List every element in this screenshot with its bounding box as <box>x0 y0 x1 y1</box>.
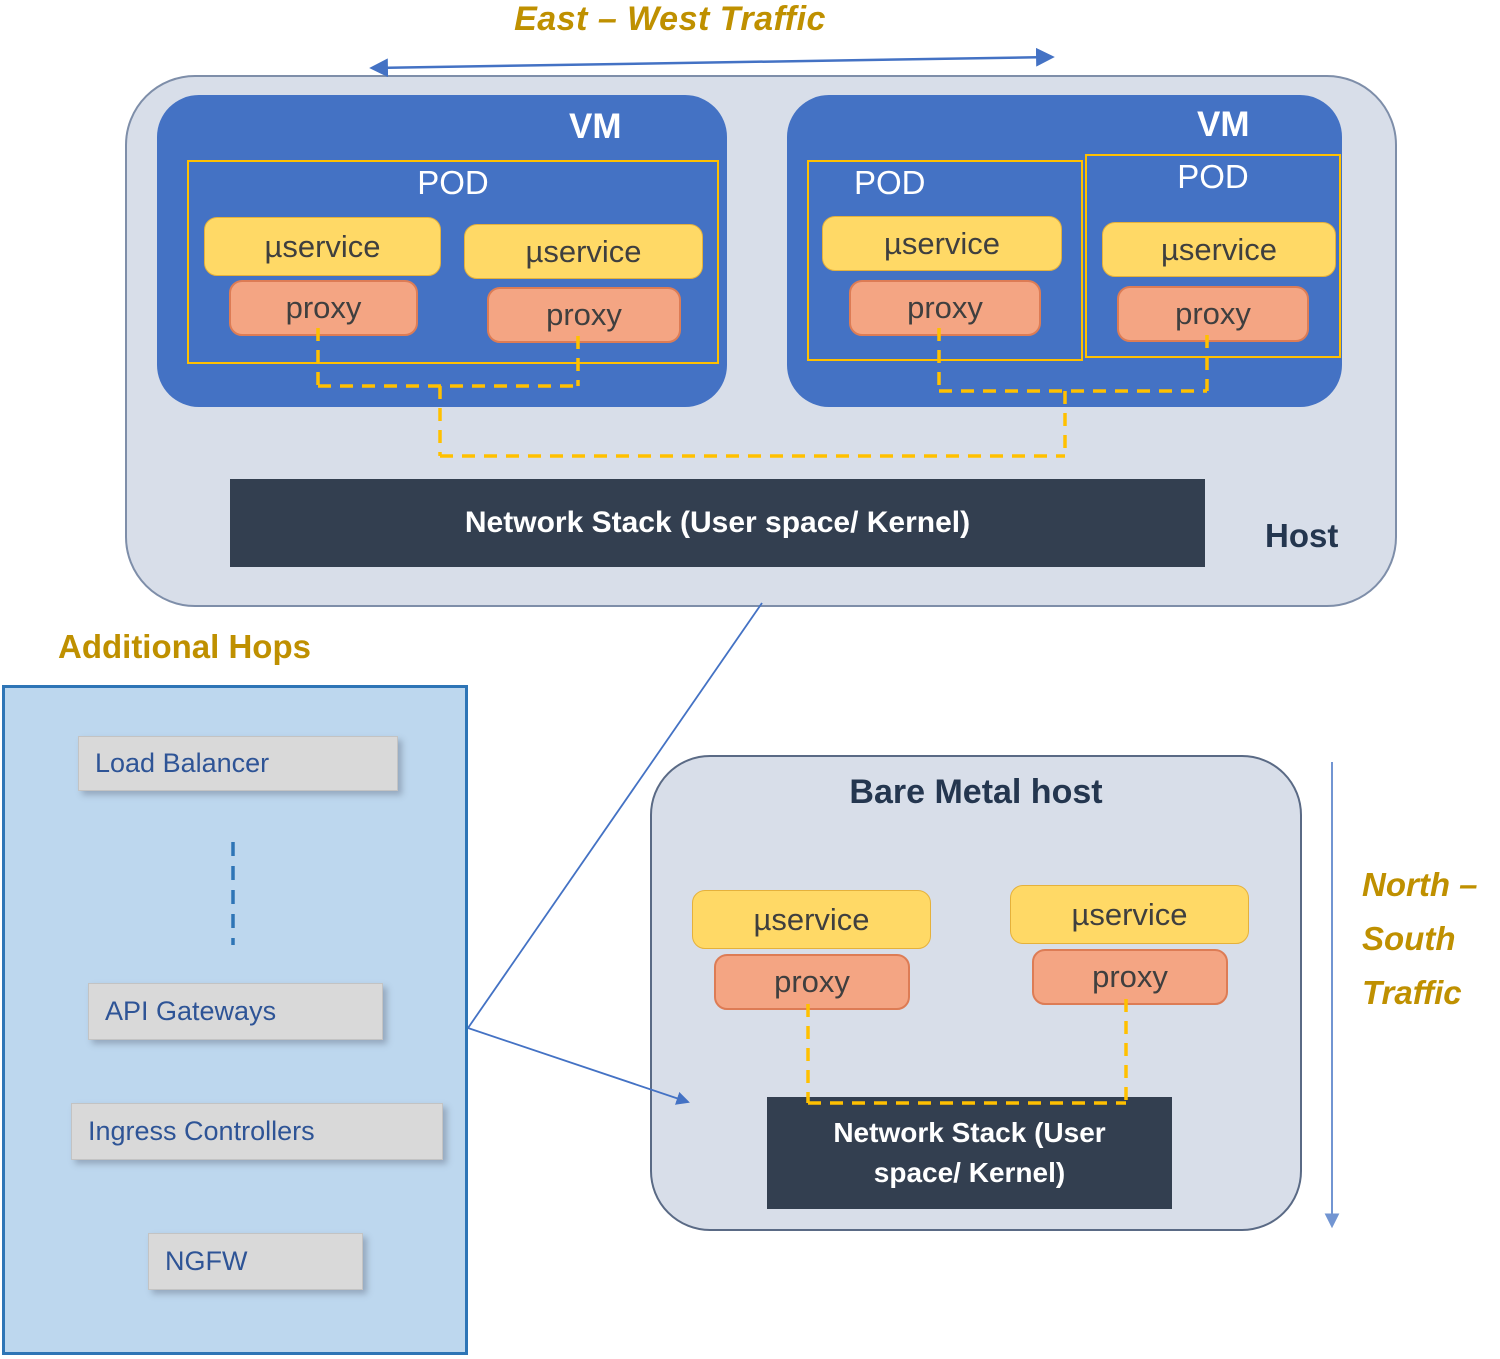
vm-1-label: VM <box>569 107 622 146</box>
additional-hops-box: Load Balancer API Gateways Ingress Contr… <box>2 685 468 1355</box>
bm-uservice-2: µservice <box>1010 885 1249 944</box>
hop-load-balancer: Load Balancer <box>78 736 398 791</box>
north-south-line-2: South <box>1362 920 1456 957</box>
north-south-line-1: North – <box>1362 866 1478 903</box>
bare-metal-title: Bare Metal host <box>849 773 1103 811</box>
east-west-traffic-label: East – West Traffic <box>514 0 826 38</box>
vm2-pod2-uservice: µservice <box>1102 222 1336 277</box>
hop-api-gateways: API Gateways <box>88 983 383 1040</box>
vm1-pod: POD µservice proxy µservice proxy <box>187 160 719 364</box>
vm1-uservice-1: µservice <box>204 217 441 276</box>
additional-hops-title: Additional Hops <box>58 628 311 665</box>
north-south-traffic-label: North – South Traffic <box>1362 858 1478 1020</box>
east-west-arrow <box>369 47 1055 78</box>
vm2-pod1-uservice: µservice <box>822 216 1062 271</box>
vm-2-label: VM <box>1197 105 1250 144</box>
north-south-line-3: Traffic <box>1362 974 1462 1011</box>
vm2-pod-2-label: POD <box>1177 158 1249 195</box>
vm2-pod-2: POD µservice proxy <box>1085 154 1341 358</box>
bm-proxy-1: proxy <box>714 954 910 1010</box>
host-container: VM POD µservice proxy µservice proxy VM … <box>125 75 1397 607</box>
hop-ingress-controllers: Ingress Controllers <box>71 1103 443 1160</box>
vm1-uservice-2: µservice <box>464 224 703 279</box>
bm-proxy-2: proxy <box>1032 949 1228 1005</box>
vm1-pod-label: POD <box>417 164 489 201</box>
hop-ngfw: NGFW <box>148 1233 363 1290</box>
vm1-proxy-1: proxy <box>229 280 418 336</box>
vm2-pod1-proxy: proxy <box>849 280 1041 336</box>
bm-uservice-1: µservice <box>692 890 931 949</box>
bare-metal-host: Bare Metal host µservice proxy µservice … <box>650 755 1302 1231</box>
host-label: Host <box>1265 517 1339 554</box>
vm2-pod2-proxy: proxy <box>1117 286 1309 342</box>
bare-metal-network-stack: Network Stack (User space/ Kernel) <box>767 1097 1172 1209</box>
vm1-proxy-2: proxy <box>487 287 681 343</box>
host-network-stack: Network Stack (User space/ Kernel) <box>230 479 1205 567</box>
vm-2: VM POD µservice proxy POD µservice proxy <box>787 95 1342 407</box>
vm2-pod-1-label: POD <box>854 164 926 201</box>
vm-1: VM POD µservice proxy µservice proxy <box>157 95 727 407</box>
vm2-pod-1: POD µservice proxy <box>807 160 1083 361</box>
